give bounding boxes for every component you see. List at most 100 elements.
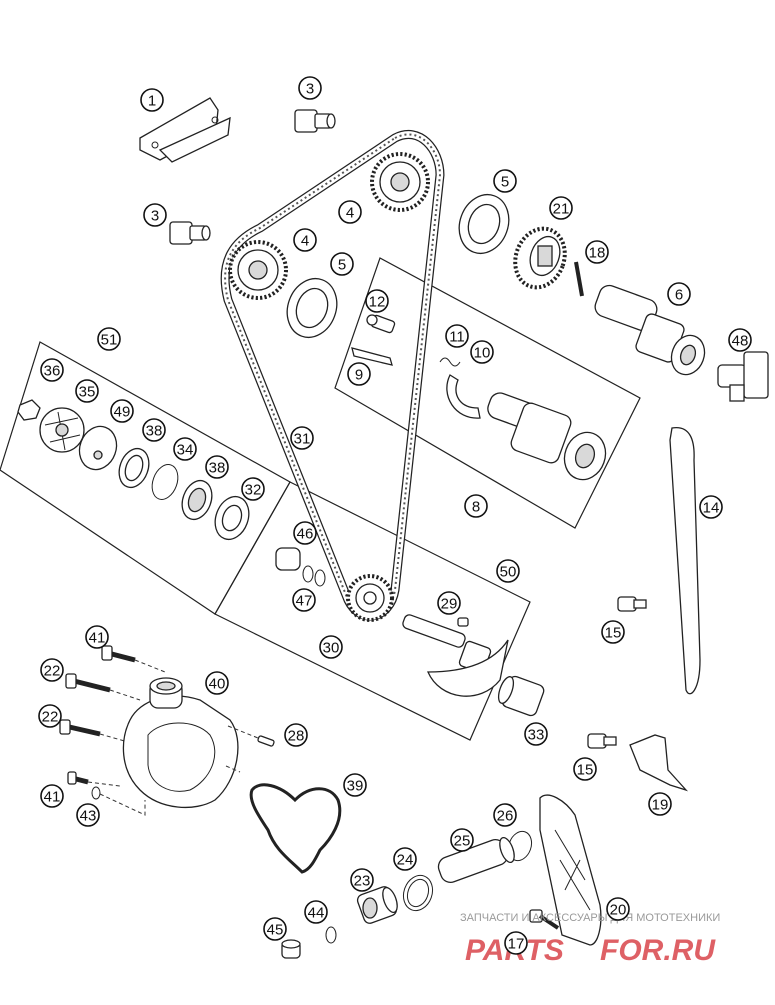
callout-10: 10 xyxy=(470,340,494,364)
callout-label: 1 xyxy=(148,93,156,110)
washer-43 xyxy=(91,786,101,800)
watermark: ЗАПЧАСТИ И АКСЕССУАРЫ ДЛЯ МОТОТЕХНИКИ PA… xyxy=(460,912,720,967)
callout-39: 39 xyxy=(343,773,367,797)
callout-label: 20 xyxy=(610,902,627,919)
seal-ring xyxy=(118,447,150,489)
guide-bolt-lower xyxy=(587,733,617,749)
impeller-disc xyxy=(78,425,118,471)
callout-31: 31 xyxy=(290,426,314,450)
callout-15a: 15 xyxy=(601,620,625,644)
shaft-seal xyxy=(181,479,213,521)
callout-11: 11 xyxy=(445,324,469,348)
callout-5b: 5 xyxy=(330,252,354,276)
leader-lines-bolts xyxy=(87,659,166,816)
callout-24: 24 xyxy=(393,847,417,871)
tensioner-piston xyxy=(437,836,515,884)
callout-22a: 22 xyxy=(40,658,64,682)
small-bolt xyxy=(366,314,396,334)
camshaft-sprocket-lower xyxy=(228,240,288,300)
circlip xyxy=(151,464,179,500)
callout-label: 49 xyxy=(114,404,131,421)
callout-1: 1 xyxy=(140,88,164,112)
callout-36: 36 xyxy=(40,358,64,382)
callout-28: 28 xyxy=(284,723,308,747)
camshaft-sensor xyxy=(717,351,769,402)
callout-label: 26 xyxy=(497,808,514,825)
callout-label: 34 xyxy=(177,442,194,459)
callout-label: 36 xyxy=(44,363,61,380)
bolt-lower xyxy=(169,221,211,245)
bolt-upper xyxy=(294,109,336,133)
bearing-upper xyxy=(458,193,510,255)
callout-21: 21 xyxy=(549,196,573,220)
callout-19: 19 xyxy=(648,792,672,816)
bolt-41-upper xyxy=(101,645,136,663)
dowel-pin xyxy=(257,735,275,747)
callout-label: 41 xyxy=(89,630,106,647)
needle-bearing xyxy=(497,675,545,717)
callout-label: 38 xyxy=(146,423,163,440)
bolt-22-upper xyxy=(65,673,111,693)
callout-label: 24 xyxy=(397,852,414,869)
callout-50: 50 xyxy=(496,559,520,583)
callout-18: 18 xyxy=(585,240,609,264)
callout-label: 44 xyxy=(308,905,325,922)
callout-label: 4 xyxy=(346,205,354,222)
callout-label: 3 xyxy=(151,208,159,225)
crank-sprocket xyxy=(346,574,394,622)
callout-35: 35 xyxy=(75,379,99,403)
callout-label: 40 xyxy=(209,676,226,693)
pump-shaft xyxy=(402,614,509,697)
callout-label: 51 xyxy=(101,332,118,349)
tensioner-bolt xyxy=(529,909,560,930)
callout-label: 39 xyxy=(347,778,364,795)
callout-label: 15 xyxy=(605,625,622,642)
callout-44: 44 xyxy=(304,900,328,924)
callout-51: 51 xyxy=(97,327,121,351)
callout-49: 49 xyxy=(110,399,134,423)
callout-label: 28 xyxy=(288,728,305,745)
callout-label: 21 xyxy=(553,201,570,218)
watermark-brand-right: FOR.RU xyxy=(600,934,716,967)
callout-43: 43 xyxy=(76,803,100,827)
key xyxy=(457,617,469,627)
callout-23: 23 xyxy=(350,868,374,892)
intake-camshaft xyxy=(487,392,607,481)
callout-14: 14 xyxy=(699,495,723,519)
callout-label: 30 xyxy=(323,640,340,657)
bearing-lower xyxy=(286,277,338,339)
bolt-41-lower xyxy=(67,771,89,785)
callout-label: 31 xyxy=(294,431,311,448)
water-pump-cover xyxy=(122,677,239,809)
callout-40: 40 xyxy=(205,671,229,695)
guide-bolt xyxy=(617,596,647,612)
spring xyxy=(439,357,461,367)
callout-label: 32 xyxy=(245,482,262,499)
callout-label: 43 xyxy=(80,808,97,825)
callout-label: 5 xyxy=(338,257,346,274)
callout-label: 22 xyxy=(44,663,61,680)
callout-41a: 41 xyxy=(85,625,109,649)
callout-label: 14 xyxy=(703,500,720,517)
chain-guide-rail xyxy=(669,427,701,695)
callout-label: 46 xyxy=(297,526,314,543)
callout-25: 25 xyxy=(450,828,474,852)
callout-label: 6 xyxy=(675,287,683,304)
callout-33: 33 xyxy=(524,722,548,746)
pin xyxy=(574,261,584,297)
callout-label: 48 xyxy=(732,333,749,350)
callout-label: 17 xyxy=(508,936,525,953)
callout-label: 15 xyxy=(577,762,594,779)
seal-ring-44 xyxy=(325,926,337,944)
callout-47: 47 xyxy=(292,588,316,612)
callout-label: 22 xyxy=(42,709,59,726)
callout-8: 8 xyxy=(464,494,488,518)
callout-3a: 3 xyxy=(298,76,322,100)
callout-41b: 41 xyxy=(40,784,64,808)
pump-bearing xyxy=(214,495,250,541)
callout-label: 35 xyxy=(79,384,96,401)
bushing xyxy=(275,547,301,571)
bolt-22-lower xyxy=(59,719,101,737)
callout-12: 12 xyxy=(365,289,389,313)
callout-4a: 4 xyxy=(338,200,362,224)
